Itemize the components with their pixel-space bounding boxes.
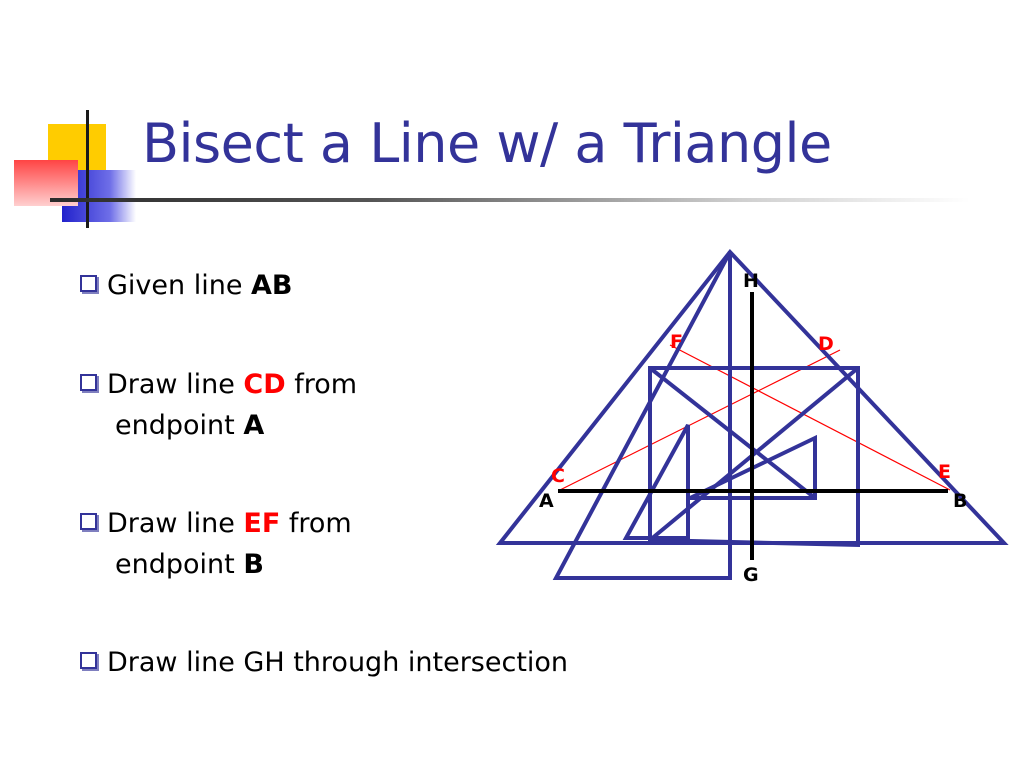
bullet-text: Draw line GH through intersection: [107, 647, 569, 678]
bullet-emphasis: EF: [243, 508, 281, 539]
triangle-edge: [648, 366, 817, 500]
bullet-draw-gh: Draw line GH through intersection: [80, 642, 568, 683]
bullet-second-line: endpoint A: [80, 405, 357, 446]
label-h: H: [743, 270, 759, 292]
checkbox-bullet-icon: [80, 652, 97, 669]
checkbox-bullet-icon: [80, 275, 97, 292]
bullet-text: endpoint: [115, 410, 244, 441]
triangle-tall: [552, 251, 732, 580]
title-underline: [50, 198, 970, 202]
checkbox-bullet-icon: [80, 374, 97, 391]
label-g: G: [743, 564, 759, 586]
label-c: C: [551, 465, 565, 487]
checkbox-bullet-icon: [80, 513, 97, 530]
bullet-text: from: [285, 369, 358, 400]
bullet-emphasis: CD: [243, 369, 286, 400]
bullet-text: Given line: [107, 270, 252, 301]
bullet-text: endpoint: [115, 549, 244, 580]
bullet-given-line: Given line AB: [80, 265, 293, 306]
bullet-draw-ef: Draw line EF from endpoint B: [80, 503, 352, 585]
deco-vertical-rule: [86, 110, 89, 228]
bullet-emphasis: A: [243, 410, 265, 441]
triangle-small-left: [622, 424, 690, 540]
label-e: E: [938, 461, 951, 483]
bullet-text: Draw line: [107, 508, 244, 539]
bullet-emphasis: AB: [251, 270, 293, 301]
bullet-draw-cd: Draw line CD from endpoint A: [80, 364, 357, 446]
label-d: D: [818, 333, 834, 355]
construction-line-cd: [559, 349, 841, 491]
bullet-emphasis: B: [243, 549, 264, 580]
label-a: A: [539, 490, 554, 512]
bullet-text: from: [280, 508, 352, 539]
label-f: F: [670, 331, 683, 353]
bullet-text: Draw line: [107, 369, 244, 400]
slide-title: Bisect a Line w/ a Triangle: [142, 112, 832, 175]
bullet-second-line: endpoint B: [80, 544, 352, 585]
label-b: B: [953, 490, 967, 512]
